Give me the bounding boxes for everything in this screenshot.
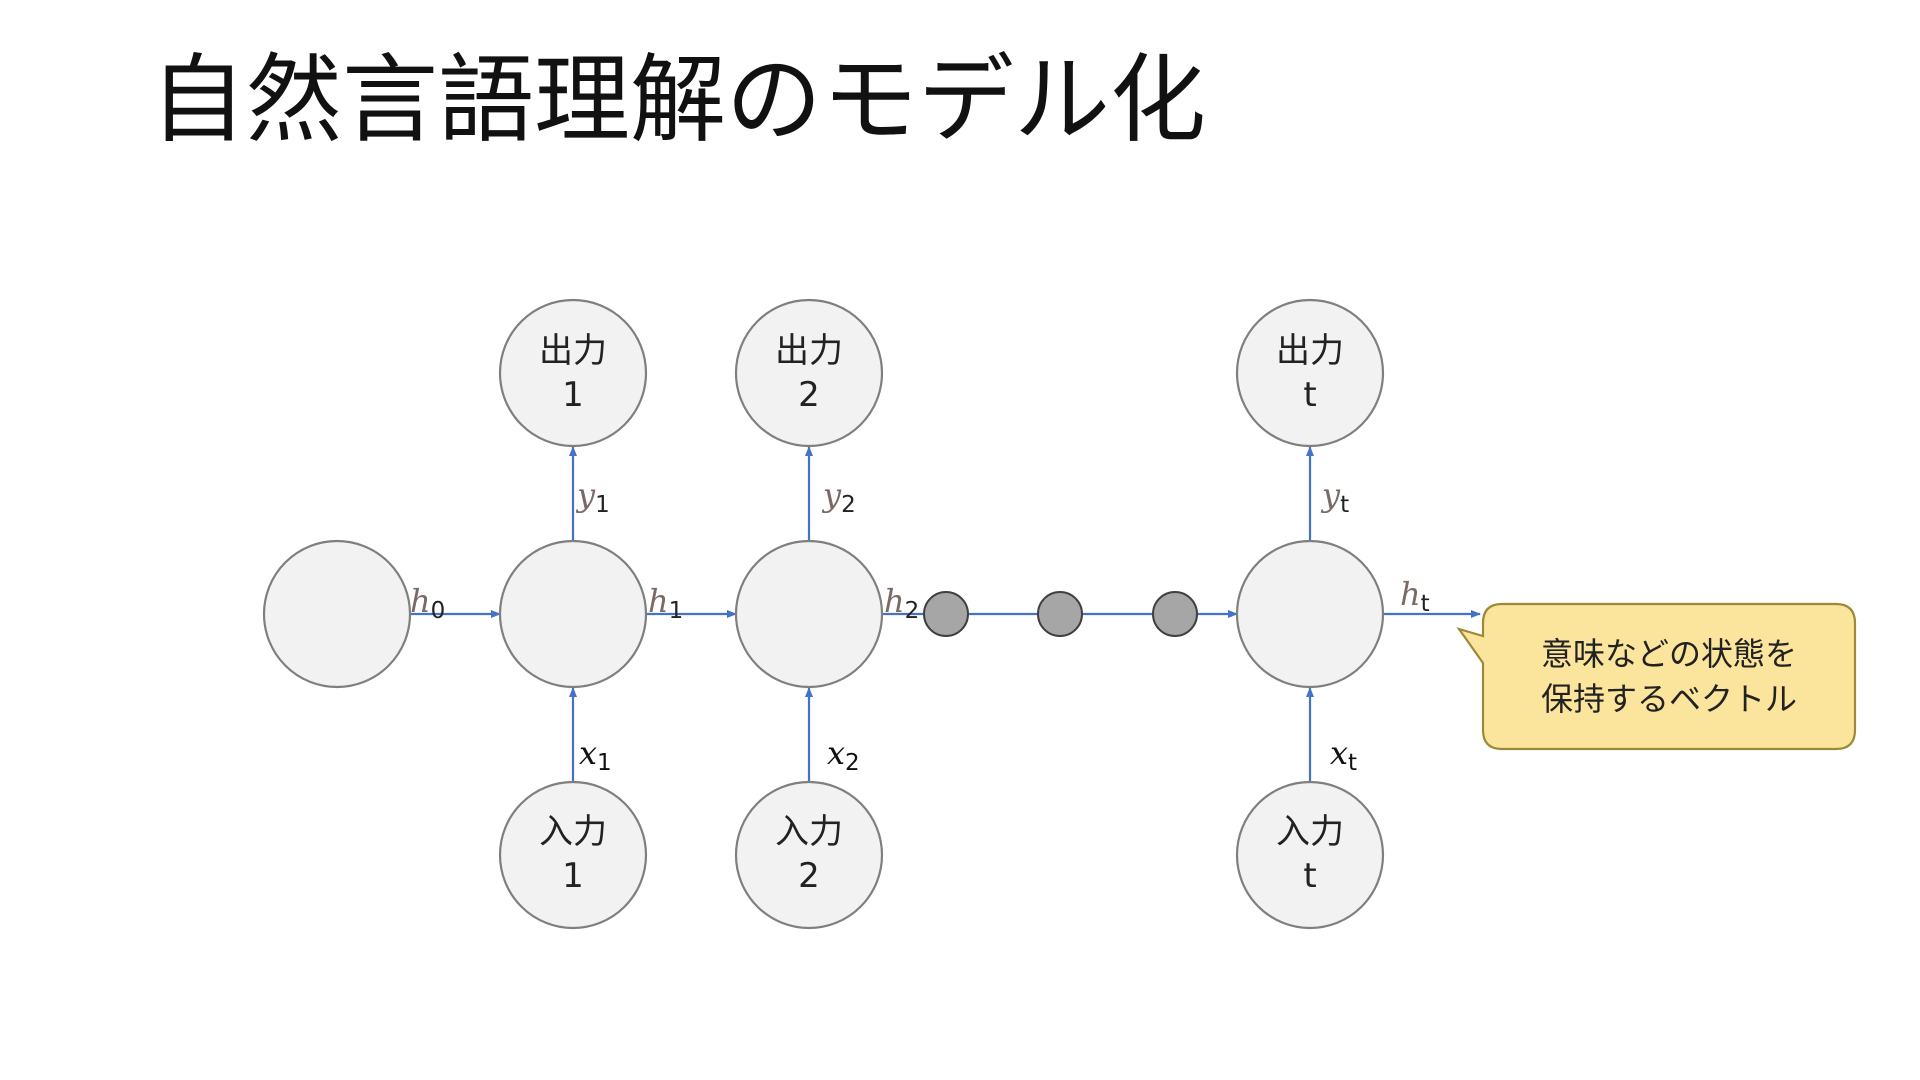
h1-label: h1 — [648, 582, 683, 624]
output-node-t — [1235, 298, 1385, 448]
slide-title: 自然言語理解のモデル化 — [150, 44, 1206, 156]
h2-label: h2 — [884, 582, 919, 624]
output-node-2 — [734, 298, 884, 448]
input-node-1 — [498, 780, 648, 930]
y2-label: y2 — [821, 476, 856, 518]
output-1-label: 出力 — [539, 331, 607, 371]
output-t-index: t — [1303, 375, 1316, 415]
ellipsis-dot — [1037, 591, 1083, 637]
input-2-index: 2 — [798, 856, 820, 896]
hidden-node-2 — [734, 539, 884, 689]
xt-label: xt — [1330, 734, 1357, 776]
hidden-node-t — [1235, 539, 1385, 689]
x1-label: x1 — [579, 734, 612, 776]
ellipsis-dot — [923, 591, 969, 637]
hidden-node-1 — [498, 539, 648, 689]
output-1-index: 1 — [562, 375, 584, 415]
state-vector-callout — [1456, 602, 1857, 751]
input-1-label: 入力 — [539, 812, 607, 852]
input-node-2 — [734, 780, 884, 930]
x2-label: x2 — [827, 734, 860, 776]
input-node-t — [1235, 780, 1385, 930]
ht-label: ht — [1400, 575, 1430, 617]
input-1-index: 1 — [562, 856, 584, 896]
h0-label: h0 — [410, 582, 445, 624]
input-t-index: t — [1303, 856, 1316, 896]
yt-label: yt — [1320, 476, 1349, 518]
input-2-label: 入力 — [775, 812, 843, 852]
y1-label: y1 — [575, 476, 610, 518]
initial-state-node — [262, 539, 412, 689]
output-2-label: 出力 — [775, 331, 843, 371]
output-t-label: 出力 — [1276, 331, 1344, 371]
callout-line-2: 保持するベクトル — [1541, 680, 1797, 718]
input-t-label: 入力 — [1276, 812, 1344, 852]
callout-line-1: 意味などの状態を — [1541, 635, 1797, 673]
output-2-index: 2 — [798, 375, 820, 415]
output-node-1 — [498, 298, 648, 448]
ellipsis-dot — [1152, 591, 1198, 637]
